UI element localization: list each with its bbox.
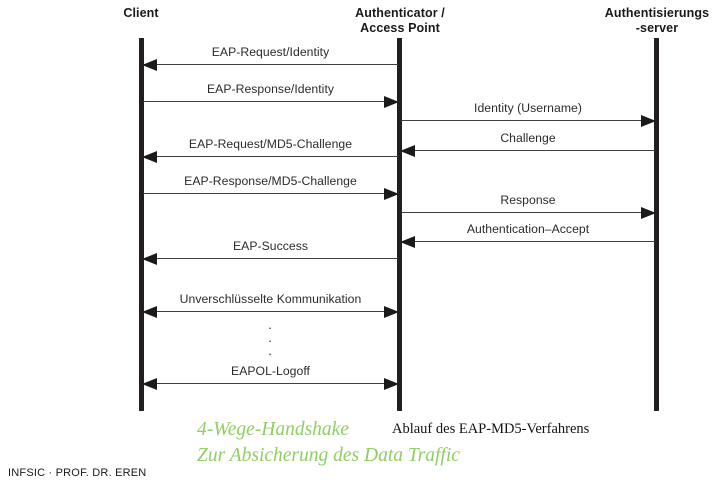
lifeline-client <box>139 38 144 411</box>
message-line <box>401 150 655 152</box>
ellipsis-dot-3: · <box>267 346 273 361</box>
message-line <box>143 64 398 66</box>
message-line <box>143 311 398 313</box>
arrowhead-left-icon <box>400 235 415 248</box>
message-label: EAP-Request/Identity <box>211 45 330 59</box>
ellipsis-dot-1: · <box>267 320 273 335</box>
caption-handshake-line1: 4-Wege-Handshake <box>197 419 349 440</box>
message-label: Challenge <box>500 131 556 145</box>
message-label: EAP-Request/MD5-Challenge <box>188 137 353 151</box>
message-line <box>143 193 398 195</box>
actor-header-auth-server-line2: -server <box>635 21 679 35</box>
actor-header-auth-server-line1: Authentisierungs <box>604 6 710 20</box>
actor-header-client-line1: Client <box>123 6 159 20</box>
message-line <box>143 258 398 260</box>
ellipsis-dot-2: · <box>267 333 273 348</box>
message-line <box>401 212 655 214</box>
arrowhead-left-icon <box>142 58 157 71</box>
message-label: Authentication–Accept <box>466 222 590 236</box>
message-label: Response <box>500 193 556 207</box>
arrowhead-right-icon <box>384 377 399 390</box>
message-label: EAP-Response/Identity <box>206 82 335 96</box>
caption-eap-md5-procedure: Ablauf des EAP-MD5-Verfahrens <box>392 421 590 437</box>
message-line <box>143 383 398 385</box>
arrowhead-left-icon <box>400 144 415 157</box>
vertical-ellipsis: · · · <box>243 321 297 360</box>
arrowhead-left-icon <box>142 252 157 265</box>
message-label: EAP-Response/MD5-Challenge <box>184 174 357 188</box>
actor-header-authenticator: Authenticator / Access Point <box>340 6 460 36</box>
message-label: Identity (Username) <box>474 101 582 115</box>
caption-handshake: 4-Wege-Handshake Zur Absicherung des Dat… <box>197 417 460 469</box>
message-label: Unverschlüsselte Kommunikation <box>179 292 362 306</box>
actor-header-authenticator-line2: Access Point <box>360 21 440 35</box>
arrowhead-right-icon <box>641 114 656 127</box>
arrowhead-right-icon <box>641 206 656 219</box>
arrowhead-left-icon <box>142 150 157 163</box>
message-label: EAP-Success <box>232 239 309 253</box>
message-label: EAPOL-Logoff <box>231 364 310 378</box>
arrowhead-left-icon <box>142 377 157 390</box>
arrowhead-left-icon <box>142 305 157 318</box>
lifeline-auth-server <box>654 38 659 411</box>
arrowhead-right-icon <box>384 305 399 318</box>
arrowhead-right-icon <box>384 95 399 108</box>
actor-header-authenticator-line1: Authenticator / <box>355 6 445 20</box>
message-line <box>401 241 655 243</box>
message-line <box>143 101 398 103</box>
caption-handshake-line2: Zur Absicherung des Data Traffic <box>197 445 460 466</box>
message-line <box>143 156 398 158</box>
lifeline-authenticator <box>397 38 402 411</box>
actor-header-client: Client <box>81 6 201 21</box>
actor-header-auth-server: Authentisierungs -server <box>592 6 721 36</box>
message-line <box>401 120 655 122</box>
footer-credit: INFSIC · PROF. DR. EREN <box>8 467 147 479</box>
arrowhead-right-icon <box>384 187 399 200</box>
